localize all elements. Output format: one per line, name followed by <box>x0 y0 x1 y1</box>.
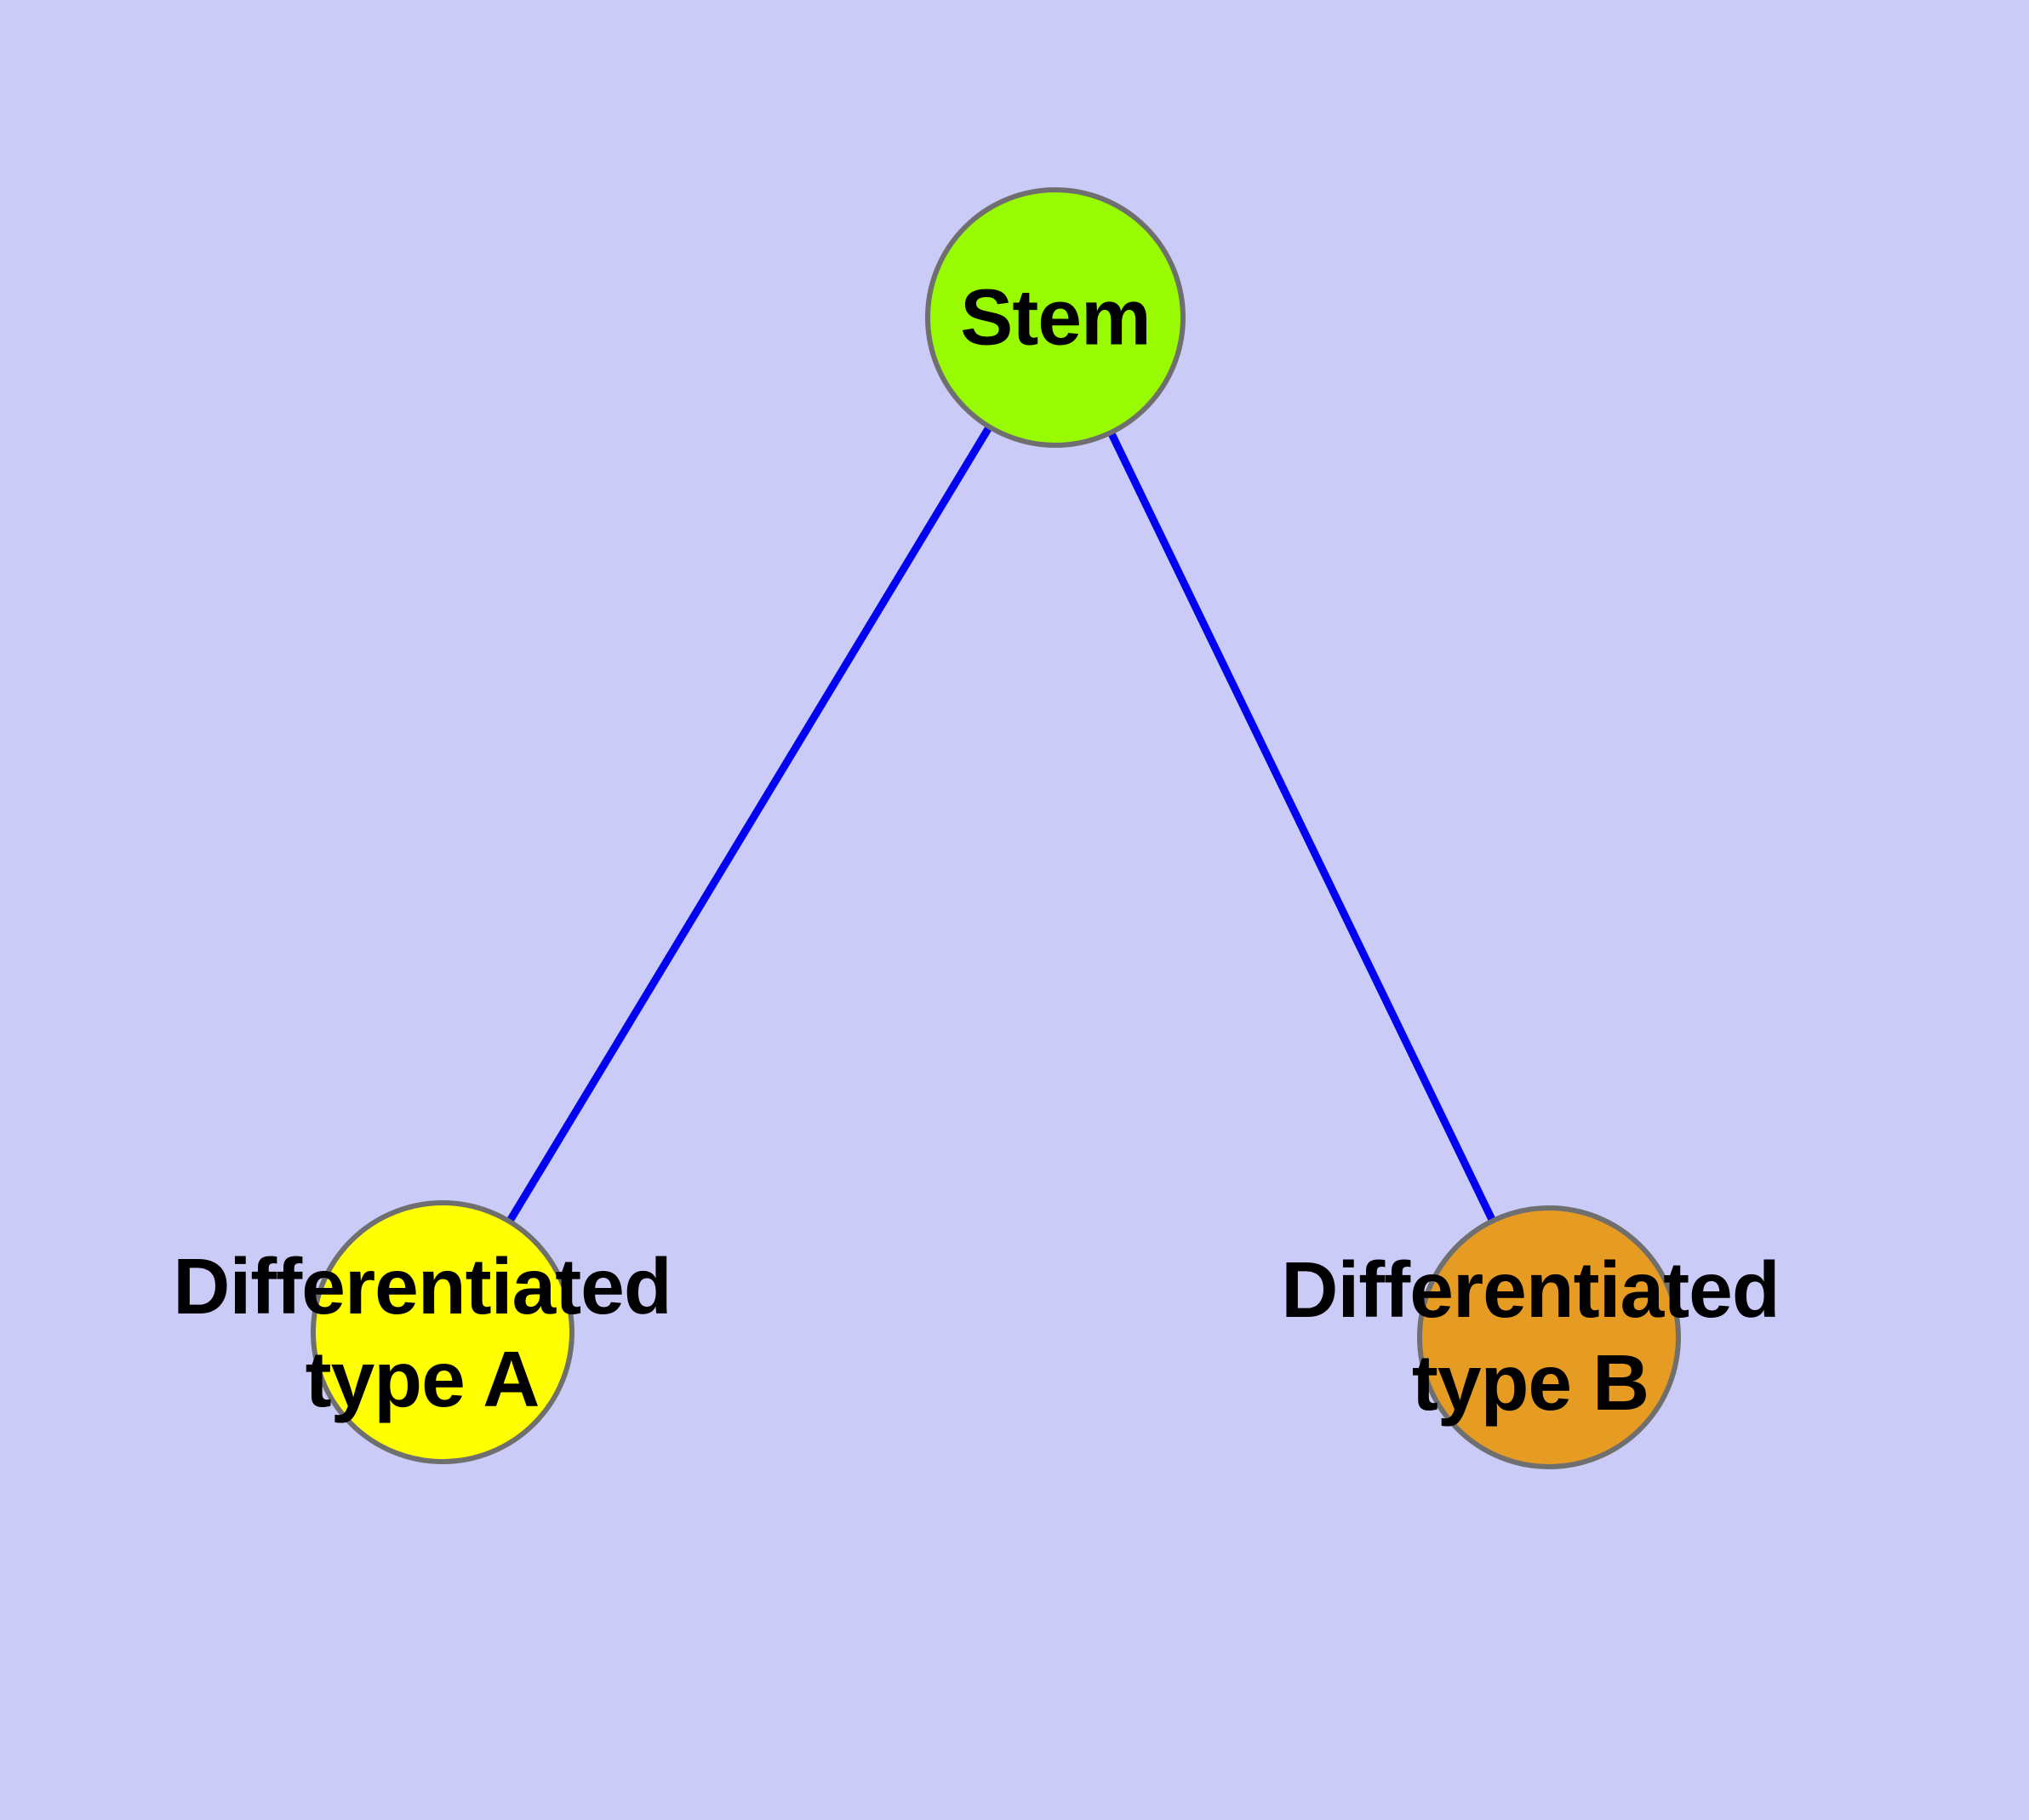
node-differentiated-type-a <box>311 1200 574 1464</box>
edge-stem-to-type-a <box>439 315 1059 1335</box>
node-label-differentiated-type-b: Differentiated type B <box>1281 1244 1780 1429</box>
node-differentiated-type-b <box>1417 1205 1681 1469</box>
node-stem <box>925 187 1186 448</box>
node-label-stem-line1: Stem <box>960 272 1151 362</box>
node-label-type-b-line2: type B <box>1411 1338 1649 1427</box>
node-label-type-a-line1: Differentiated <box>173 1242 672 1331</box>
node-label-differentiated-type-a: Differentiated type A <box>173 1240 672 1426</box>
node-label-stem: Stem <box>960 272 1151 364</box>
edge-stem-to-type-b <box>1051 316 1553 1339</box>
node-label-type-b-line1: Differentiated <box>1281 1245 1780 1335</box>
node-label-type-a-line2: type A <box>305 1335 540 1423</box>
